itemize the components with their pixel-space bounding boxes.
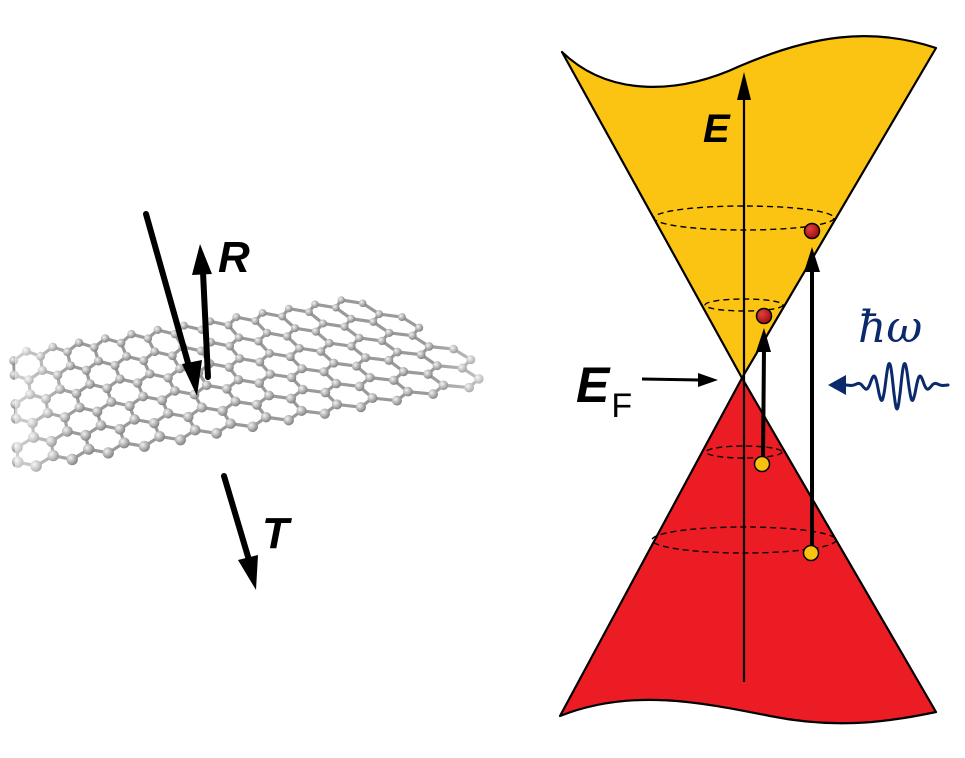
conduction-band-cone bbox=[560, 35, 938, 380]
excited-electron-small bbox=[755, 307, 773, 325]
excited-electron-large bbox=[803, 222, 821, 240]
transition-arrow-small bbox=[756, 328, 771, 463]
photon-energy-label: ħω bbox=[858, 302, 922, 353]
energy-axis-arrowhead bbox=[737, 72, 751, 100]
lattice-fade-h bbox=[15, 290, 520, 500]
valence-band-cone bbox=[558, 376, 938, 725]
photon-arrowhead bbox=[828, 375, 846, 395]
photon: ħω bbox=[828, 302, 950, 411]
transmission-label: T bbox=[262, 509, 292, 558]
hole-large bbox=[802, 544, 820, 562]
lower-inner-energy-contour bbox=[705, 445, 783, 459]
transition-arrow-large bbox=[804, 247, 820, 549]
energy-axis-label: E bbox=[703, 107, 731, 151]
incident-arrow bbox=[143, 211, 202, 396]
transmitted-arrow bbox=[221, 473, 258, 590]
wave-packet-icon bbox=[844, 362, 950, 411]
graphene-sheet bbox=[9, 290, 520, 500]
fermi-level-label: EF bbox=[576, 357, 632, 425]
hole-small bbox=[753, 455, 771, 473]
dirac-cone: E bbox=[558, 35, 938, 725]
reflection-label: R bbox=[218, 233, 250, 282]
fermi-level: EF bbox=[576, 357, 718, 425]
reflected-arrow bbox=[192, 244, 212, 380]
fermi-level-arrowhead bbox=[698, 373, 718, 387]
